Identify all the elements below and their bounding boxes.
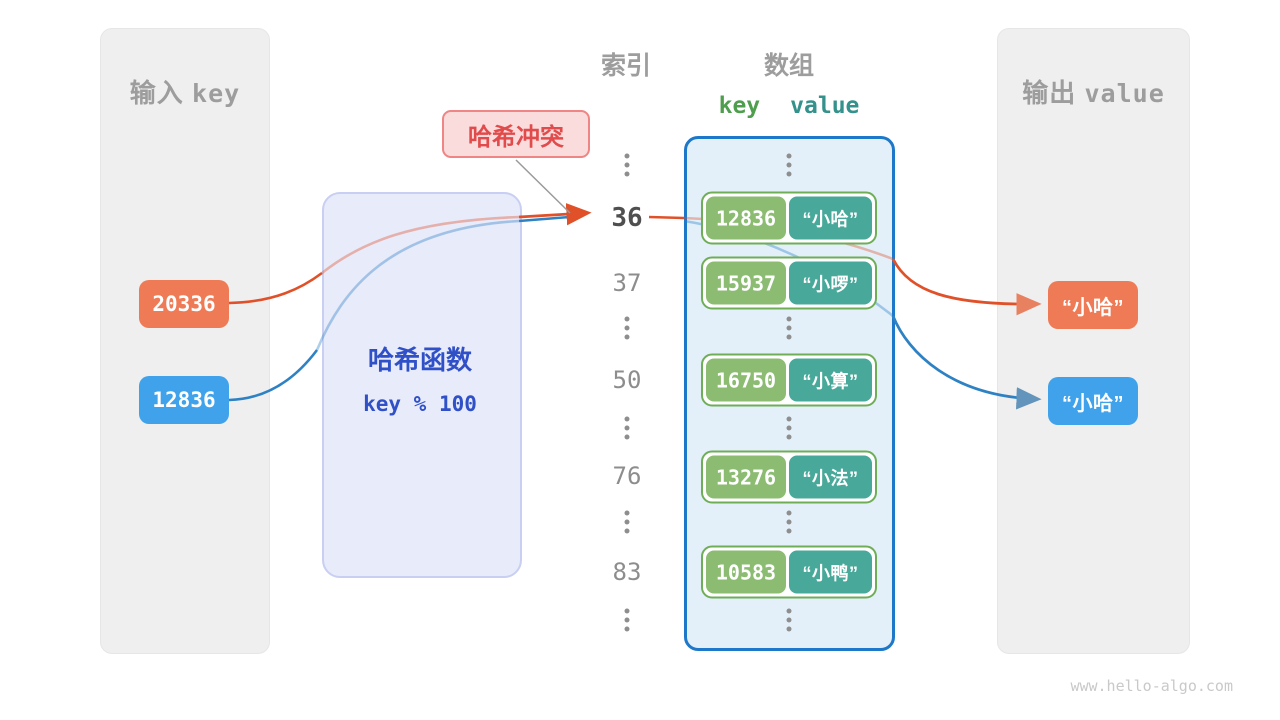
key-cell: 15937 — [706, 261, 787, 305]
array-column-title: 数组 — [763, 52, 815, 80]
hash-function-box — [322, 192, 522, 578]
array-row-36: 12836 “小哈” — [701, 191, 877, 245]
key-cell: 13276 — [706, 455, 787, 499]
array-row-76: 13276 “小法” — [701, 450, 877, 504]
value-cell: “小法” — [789, 455, 872, 499]
index-ellipsis — [624, 416, 630, 440]
index-ellipsis — [624, 153, 630, 177]
output-panel: 输出 value — [997, 28, 1190, 654]
array-ellipsis — [786, 510, 792, 534]
index-83: 83 — [612, 558, 642, 586]
output-value-orange: “小哈” — [1048, 281, 1138, 329]
key-cell: 10583 — [706, 550, 787, 594]
hash-function-title: 哈希函数 — [367, 345, 472, 375]
array-row-50: 16750 “小算” — [701, 353, 877, 407]
value-cell: “小啰” — [789, 261, 872, 305]
input-title-cn: 输入 — [129, 78, 184, 108]
hash-collision-label: 哈希冲突 — [442, 110, 590, 158]
array-ellipsis — [786, 153, 792, 177]
output-panel-title: 输出 value — [998, 73, 1189, 110]
array-ellipsis — [786, 316, 792, 340]
input-key-20336: 20336 — [139, 280, 229, 328]
index-column-title: 索引 — [600, 52, 652, 80]
index-76: 76 — [612, 462, 642, 490]
output-title-en: value — [1084, 79, 1165, 108]
value-cell: “小哈” — [789, 196, 872, 240]
input-title-en: key — [192, 79, 241, 108]
value-cell: “小算” — [789, 358, 872, 402]
array-row-83: 10583 “小鸭” — [701, 545, 877, 599]
key-cell: 16750 — [706, 358, 787, 402]
output-value-blue: “小哈” — [1048, 377, 1138, 425]
index-37: 37 — [612, 269, 642, 297]
watermark: www.hello-algo.com — [1070, 677, 1233, 695]
index-50: 50 — [612, 366, 642, 394]
key-header-label: key — [718, 93, 761, 119]
input-panel: 输入 key — [100, 28, 270, 654]
index-ellipsis — [624, 316, 630, 340]
value-header-label: value — [790, 93, 860, 119]
array-row-37: 15937 “小啰” — [701, 256, 877, 310]
array-ellipsis — [786, 608, 792, 632]
input-panel-title: 输入 key — [101, 73, 269, 110]
value-cell: “小鸭” — [789, 550, 872, 594]
output-title-cn: 输出 — [1022, 78, 1077, 108]
index-ellipsis — [624, 510, 630, 534]
index-ellipsis — [624, 608, 630, 632]
array-ellipsis — [786, 416, 792, 440]
key-cell: 12836 — [706, 196, 787, 240]
hash-function-formula: key % 100 — [363, 392, 477, 416]
input-key-12836: 12836 — [139, 376, 229, 424]
index-36: 36 — [611, 203, 643, 233]
key-value-header: key value — [719, 93, 860, 119]
